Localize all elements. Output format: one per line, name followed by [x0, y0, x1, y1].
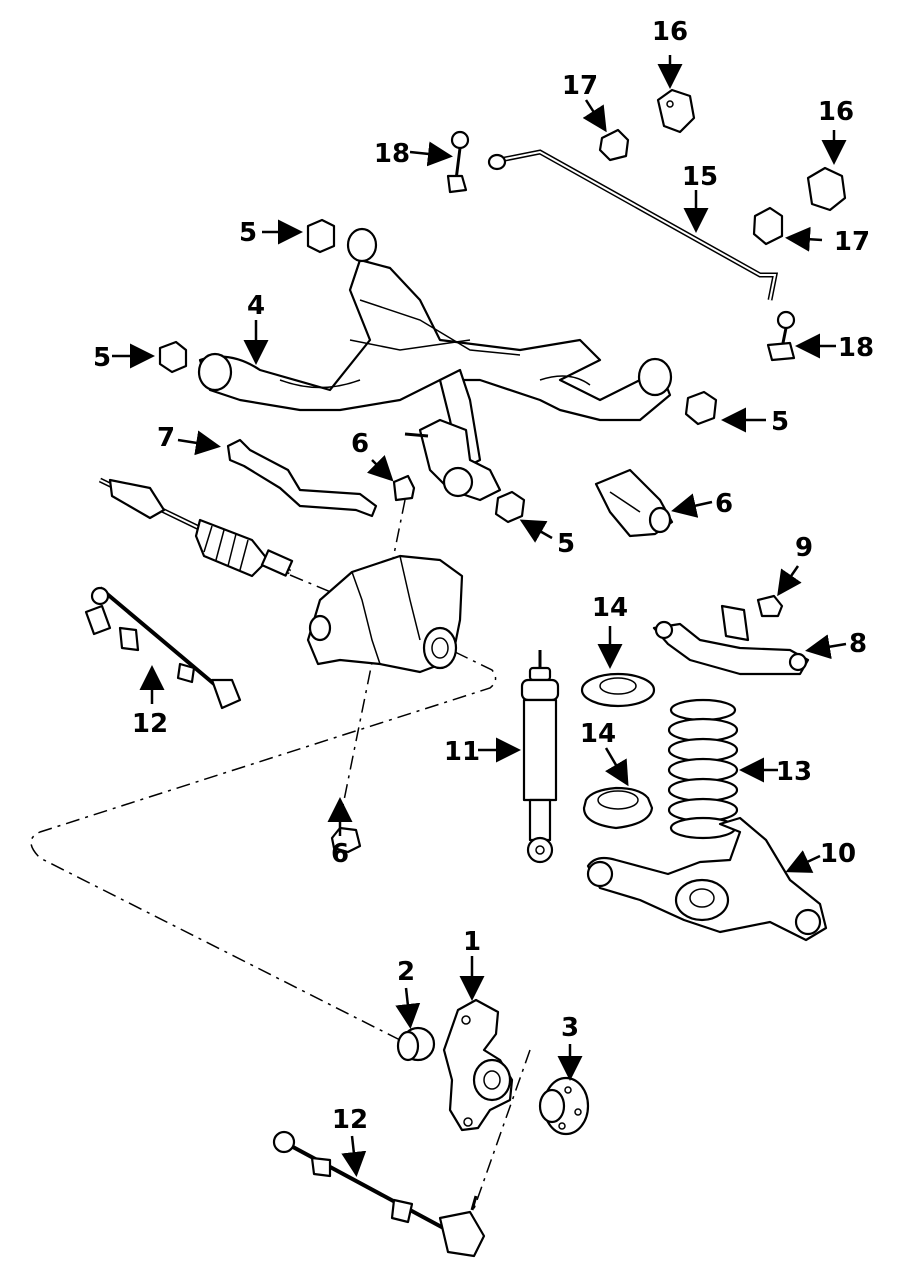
stabilizer-clamp-right — [806, 166, 847, 212]
stabilizer-clamp-upper — [656, 88, 696, 134]
lower-control-arm — [586, 816, 828, 942]
callout-8: 8 — [849, 629, 867, 659]
callout-3: 3 — [561, 1013, 579, 1043]
spring-insulator-lower — [582, 786, 654, 830]
leader-lines — [112, 55, 847, 1177]
stabilizer-bar — [487, 149, 779, 301]
callout-17-top: 17 — [562, 71, 598, 101]
callout-10: 10 — [820, 839, 856, 869]
stabilizer-bushing-upper — [598, 128, 630, 162]
callout-labels: 16 17 16 18 15 17 5 4 18 5 5 7 6 6 5 9 1… — [93, 17, 874, 1135]
callout-16-right: 16 — [818, 97, 854, 127]
tie-rod-lower — [272, 1130, 486, 1258]
callout-15: 15 — [682, 162, 718, 192]
callout-9: 9 — [795, 533, 813, 563]
drive-axle — [98, 477, 294, 578]
differential — [306, 554, 464, 674]
diff-mount-bracket — [594, 468, 674, 538]
axis-line-diff-mount — [339, 499, 406, 821]
callout-11: 11 — [444, 737, 480, 767]
tie-rod-upper — [84, 586, 242, 710]
callout-12-lower: 12 — [332, 1105, 368, 1135]
callout-7: 7 — [157, 423, 175, 453]
callout-6-upper: 6 — [351, 429, 369, 459]
callout-5-left: 5 — [93, 343, 111, 373]
differential-strap — [226, 438, 378, 518]
bushing-right — [684, 390, 718, 426]
callout-14-upper: 14 — [592, 593, 628, 623]
spring-insulator-upper — [580, 672, 656, 708]
shock-absorber — [520, 650, 560, 864]
alignment-loop-line — [30, 651, 497, 1041]
axis-line-hub — [469, 1049, 531, 1221]
lower-bracket — [404, 418, 502, 502]
bushing-lower — [494, 490, 526, 524]
callout-16-top: 16 — [652, 17, 688, 47]
callout-14-lower: 14 — [580, 719, 616, 749]
callout-5-right: 5 — [771, 407, 789, 437]
callout-18-right: 18 — [838, 333, 874, 363]
callout-1: 1 — [463, 927, 481, 957]
callout-17-right: 17 — [834, 227, 870, 257]
callout-6-lower: 6 — [331, 839, 349, 869]
callout-5-lower: 5 — [557, 529, 575, 559]
callout-13: 13 — [776, 757, 812, 787]
stabilizer-link-left — [446, 130, 470, 194]
bushing-left — [158, 340, 188, 374]
callout-2: 2 — [397, 957, 415, 987]
callout-5-top: 5 — [239, 218, 257, 248]
axis-line-axle — [289, 574, 351, 601]
stabilizer-link-right — [766, 310, 796, 362]
diff-mount-upper — [392, 474, 416, 502]
knuckle-bushing — [396, 1026, 436, 1062]
upper-control-arm — [652, 604, 810, 676]
stabilizer-bushing-right — [752, 206, 784, 246]
coil-spring — [667, 698, 739, 840]
hub-bearing — [538, 1076, 590, 1136]
callout-18-left: 18 — [374, 139, 410, 169]
callout-4: 4 — [247, 291, 265, 321]
callout-12-upper: 12 — [132, 709, 168, 739]
callout-6-bracket: 6 — [715, 489, 733, 519]
bushing-top — [306, 218, 336, 254]
crossmember — [197, 227, 673, 472]
bushing-upper-arm — [756, 594, 784, 618]
knuckle — [442, 998, 514, 1132]
